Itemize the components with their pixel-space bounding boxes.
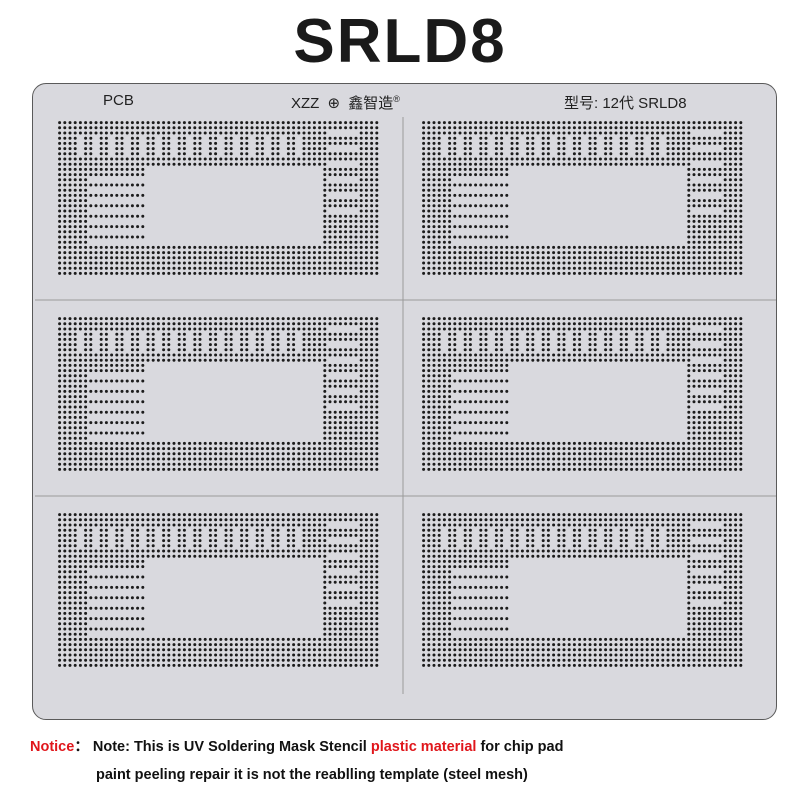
brand-name-cn: 鑫智造 [348, 95, 394, 112]
model-label: 型号: 12代 SRLD8 [564, 95, 687, 112]
panel-dividers [35, 117, 776, 694]
brand-name: XZZ [291, 95, 320, 112]
notice-label: Notice [30, 739, 75, 755]
bga-panel-1 [58, 121, 379, 275]
notice-line2: paint peeling repair it is not the reabl… [96, 767, 528, 783]
notice-separator: ： [74, 739, 89, 755]
bga-holes [58, 121, 379, 275]
bga-holes [422, 513, 743, 667]
pcb-label: PCB [103, 92, 134, 109]
bga-panel-6 [422, 513, 743, 667]
brand-label: XZZ ⊕ 鑫智造® [291, 92, 400, 113]
notice-highlight: plastic material [370, 739, 477, 755]
bga-panel-4 [422, 317, 743, 471]
notice-suffix: for chip pad [480, 739, 564, 755]
page-title: SRLD8 [293, 7, 507, 76]
stencil-panels [35, 117, 776, 694]
registered-mark: ® [393, 94, 400, 104]
bga-holes [422, 317, 743, 471]
bga-holes [58, 317, 379, 471]
bga-panel-5 [58, 513, 379, 667]
bga-holes [422, 121, 743, 275]
bga-panel-2 [422, 121, 743, 275]
notice-prefix: Note: This is UV Soldering Mask Stencil [92, 739, 367, 755]
bga-stencil-sheet: PCB XZZ ⊕ 鑫智造® 型号: 12代 SRLD8 [32, 83, 777, 720]
bga-panel-3 [58, 317, 379, 471]
notice-text: Notice： Note: This is UV Soldering Mask … [30, 733, 790, 789]
bga-holes [58, 513, 379, 667]
xzz-logo-icon: ⊕ [327, 95, 341, 112]
